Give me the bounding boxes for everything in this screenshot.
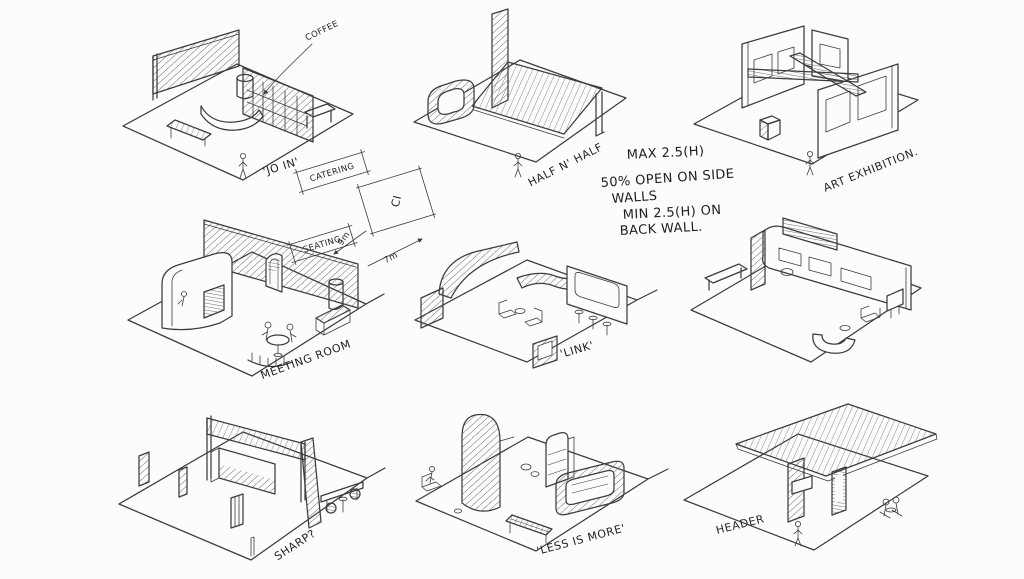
rule-line-5: BACK WALL. xyxy=(619,220,703,239)
coffee-label: COFFEE xyxy=(304,19,340,44)
plan-ci-box: CI xyxy=(356,165,436,237)
dim-7m: 7m xyxy=(382,250,399,266)
label-art-exhibition: ART EXHIBITION. xyxy=(822,145,920,195)
plan-diagram: CATERING CI SEATING 9m 7m xyxy=(286,149,436,267)
bar-stools xyxy=(574,309,612,336)
dim-line-9m xyxy=(333,230,367,255)
sketch-link xyxy=(414,241,658,369)
sketch-header xyxy=(683,403,938,551)
plan-catering-label: CATERING xyxy=(309,161,356,184)
sketch-less-is-more xyxy=(415,413,669,552)
sketch-jo-in xyxy=(122,29,354,181)
sketch-half-n-half xyxy=(413,8,627,178)
sketch-art-exhibition xyxy=(693,25,919,176)
scale-figure xyxy=(793,520,803,547)
label-half-n-half: HALF N' HALF xyxy=(526,140,605,189)
label-link: 'LINK' xyxy=(559,339,596,361)
rule-line-3: WALLS xyxy=(611,189,658,207)
scale-figure xyxy=(805,150,815,176)
dim-line-7m xyxy=(367,238,423,267)
coffee-arrow xyxy=(263,43,313,95)
label-less-is-more: 'LESS IS MORE' xyxy=(535,522,627,558)
sketch-sharp xyxy=(118,415,386,561)
label-header: HEADER xyxy=(715,512,766,537)
seated-figure xyxy=(261,321,297,343)
scale-figure xyxy=(238,152,248,179)
sketch-meeting-room xyxy=(127,219,385,377)
seated-figures xyxy=(879,496,903,519)
seated-figure xyxy=(421,466,442,492)
label-sharp: SHARP? xyxy=(272,527,318,563)
plan-catering-box: CATERING xyxy=(293,149,371,195)
chairs xyxy=(498,299,543,327)
scale-figure xyxy=(513,152,523,178)
plan-ci-label: CI xyxy=(389,194,404,209)
label-jo-in: 'JO IN' xyxy=(261,155,300,178)
seated-figure xyxy=(177,291,187,307)
rule-line-1: MAX 2.5(H) xyxy=(626,144,704,163)
rule-line-4: MIN 2.5(H) ON xyxy=(622,203,721,223)
rule-line-2: 50% OPEN ON SIDE xyxy=(600,167,735,191)
sketch-lounge-wall xyxy=(690,217,922,363)
design-rules-note: MAX 2.5(H) 50% OPEN ON SIDE WALLS MIN 2.… xyxy=(600,144,735,239)
